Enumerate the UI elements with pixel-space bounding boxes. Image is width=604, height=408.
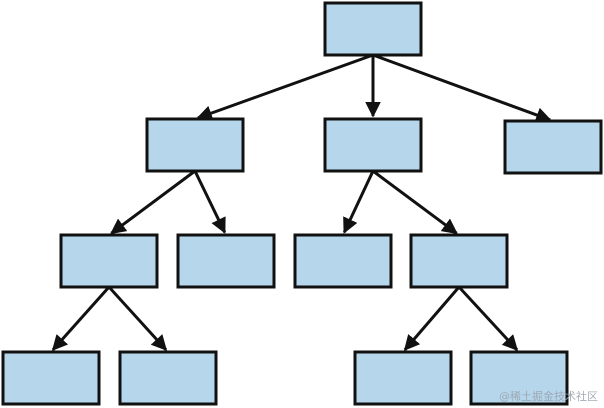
tree-node-l2-a	[59, 233, 159, 289]
tree-edge-root-to-l1-c	[372, 53, 552, 123]
tree-node-l3-d	[469, 350, 569, 406]
watermark: @稀土掘金技术社区	[499, 390, 598, 403]
tree-edge-l2-d-to-l3-c	[403, 286, 461, 351]
tree-node-l2-c	[293, 233, 393, 289]
tree-edge-l2-a-to-l3-b	[107, 285, 168, 351]
tree-edge-root-to-l1-a	[196, 53, 374, 121]
tree-node-root	[323, 1, 423, 57]
edges-layer	[51, 53, 552, 351]
tree-node-l1-a	[145, 117, 245, 173]
tree-edge-l2-a-to-l3-a	[51, 286, 111, 351]
tree-node-l1-c	[503, 119, 603, 175]
tree-node-l2-b	[176, 233, 276, 289]
tree-node-l3-b	[118, 350, 218, 406]
tree-edge-l1-b-to-l2-d	[372, 169, 458, 235]
tree-node-l1-b	[323, 117, 423, 173]
tree-node-l3-c	[353, 350, 453, 406]
tree-edge-l1-a-to-l2-b	[193, 170, 227, 234]
tree-node-l2-d	[409, 233, 509, 289]
tree-edge-l1-a-to-l2-a	[110, 169, 196, 235]
tree-edge-l1-b-to-l2-c	[342, 170, 375, 234]
tree-edge-l2-d-to-l3-d	[457, 285, 519, 351]
tree-node-l3-a	[1, 350, 101, 406]
